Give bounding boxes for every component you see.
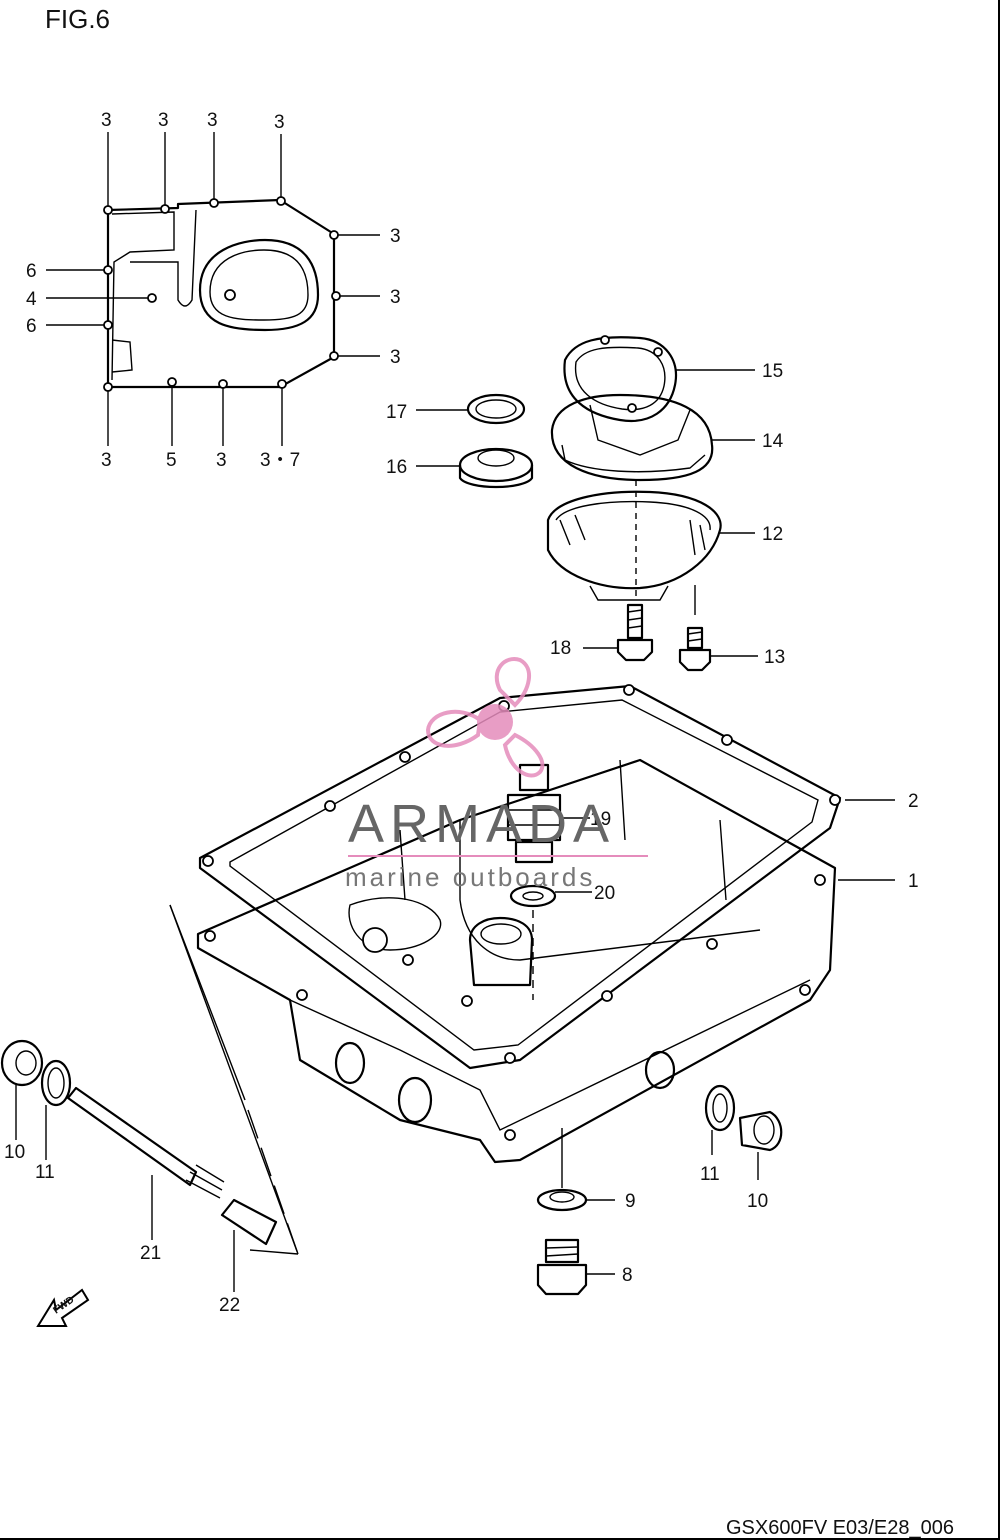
callout-8: 8 [622, 1265, 633, 1286]
right-plug-and-drain [536, 1084, 783, 1296]
callout-1: 1 [908, 871, 919, 892]
callout-12: 12 [762, 524, 783, 545]
callout-10-right: 10 [747, 1191, 768, 1212]
footer-code: GSX600FV E03/E28_006 [726, 1517, 954, 1539]
callout-bottom-3b: 3 [216, 450, 227, 471]
page-border-bottom [0, 1538, 1000, 1540]
callout-21: 21 [140, 1243, 161, 1264]
fwd-arrow-icon: FWD [36, 1288, 90, 1327]
callout-13: 13 [764, 647, 785, 668]
callout-top-3: 3 [207, 110, 218, 131]
callout-left-6a: 6 [26, 261, 37, 282]
page-border-right [998, 0, 1000, 1540]
left-plug-and-pipe [0, 904, 299, 1292]
callout-18: 18 [550, 638, 571, 659]
callout-20: 20 [594, 883, 615, 904]
callout-15: 15 [762, 361, 783, 382]
callout-right-3: 3 [390, 347, 401, 368]
callout-14: 14 [762, 431, 784, 452]
watermark-brand: ARMADA [348, 794, 615, 854]
callout-bottom-5: 5 [166, 450, 177, 471]
gasket-inset [46, 132, 380, 446]
callout-bottom-37: 3・7 [260, 450, 300, 471]
callout-left-4: 4 [26, 289, 37, 310]
callout-10-left: 10 [4, 1142, 25, 1163]
callout-top-1: 3 [101, 110, 112, 131]
callout-top-4: 3 [274, 112, 285, 133]
oil-pan [196, 758, 895, 1164]
bolts-18-13 [583, 603, 758, 672]
callout-2: 2 [908, 791, 919, 812]
callout-left-6b: 6 [26, 316, 37, 337]
figure-title: FIG.6 [45, 4, 110, 34]
callout-16: 16 [386, 457, 407, 478]
watermark-tagline: marine outboards [345, 862, 595, 892]
callout-22: 22 [219, 1295, 240, 1316]
callout-bottom-3a: 3 [101, 450, 112, 471]
callout-right-2: 3 [390, 287, 401, 308]
callout-top-2: 3 [158, 110, 169, 131]
oring-and-seal [416, 393, 534, 489]
callout-9: 9 [625, 1191, 636, 1212]
strainer-assembly [546, 335, 755, 615]
callout-11-left: 11 [35, 1162, 55, 1183]
armada-logo-icon [425, 657, 545, 778]
callout-17: 17 [386, 402, 407, 423]
callout-right-1: 3 [390, 226, 401, 247]
callout-11-right: 11 [700, 1164, 720, 1185]
callout-19: 19 [590, 809, 611, 830]
